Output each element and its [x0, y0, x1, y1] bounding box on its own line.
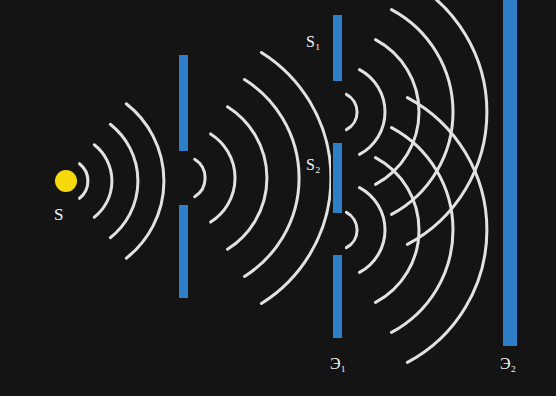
wave-front [392, 128, 454, 333]
wave-front [195, 159, 205, 196]
light-source [55, 170, 77, 192]
wave-front [360, 70, 386, 155]
wave-front [376, 158, 420, 303]
wave-front [346, 212, 357, 247]
wave-front [110, 124, 138, 237]
wave-front [245, 80, 300, 277]
part-label: Э₁ [330, 356, 346, 372]
detection-screen [503, 0, 517, 346]
screen-bar [179, 205, 188, 298]
wave-front [407, 0, 487, 244]
wave-front [126, 104, 164, 258]
wave-front [407, 98, 487, 363]
wave-front [228, 107, 267, 249]
slit-waves [195, 53, 331, 304]
wave-front [211, 134, 235, 222]
part-label: S [54, 206, 63, 223]
wave-front [80, 164, 88, 199]
part-label: S₁ [306, 34, 320, 50]
interfering-waves [346, 0, 487, 362]
screen-bar [179, 55, 188, 151]
wave-front [261, 53, 331, 304]
screen-bar [333, 255, 342, 338]
screen-bar [333, 15, 342, 81]
screen-bar [333, 143, 342, 213]
part-label: S₂ [306, 157, 320, 173]
wave-front [346, 94, 357, 129]
source-waves [80, 104, 164, 258]
wave-front [94, 145, 112, 217]
wave-front [360, 188, 386, 273]
part-label: Э₂ [500, 356, 516, 372]
